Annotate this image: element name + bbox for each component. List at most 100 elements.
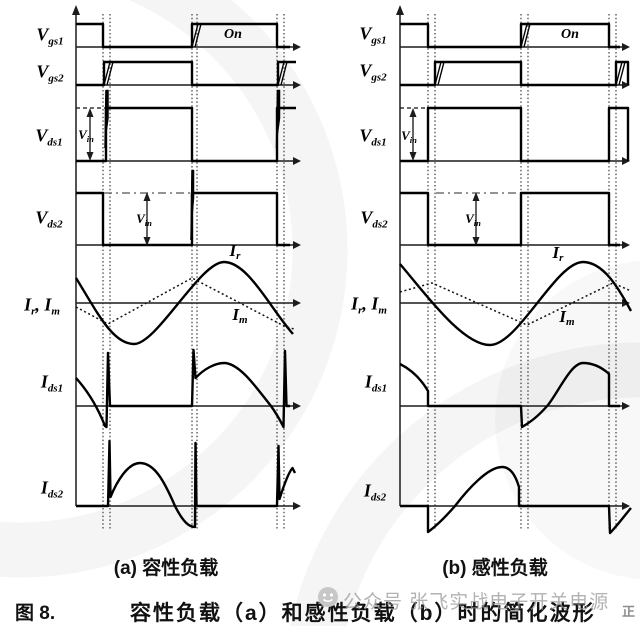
- label-symbol: I: [552, 243, 560, 262]
- wave-ids2-b: [400, 465, 632, 535]
- row-label-vds1-b: Vds1: [359, 125, 387, 149]
- label-symbol: V: [35, 207, 48, 228]
- vin-arrow-head: [472, 192, 480, 201]
- label-subscript: gs2: [48, 72, 64, 85]
- label-subscript: ds1: [371, 382, 388, 395]
- vin-label-vds2-a: Vin: [136, 211, 152, 228]
- label-symbol: I: [24, 294, 32, 315]
- row-label-irim-a: Ir, Im: [24, 294, 60, 318]
- wave-ids2-a: [76, 439, 297, 529]
- label-subscript: r: [31, 305, 36, 318]
- label-subscript: r: [236, 250, 241, 262]
- label-subscript: r: [358, 304, 363, 317]
- x-arrow-vgs2-a: [293, 81, 301, 89]
- label-symbol: V: [401, 128, 410, 143]
- row-label-vds2-a: Vds2: [35, 207, 63, 231]
- label-symbol: I: [40, 371, 48, 392]
- label-symbol: I: [40, 477, 48, 498]
- panel-caption-b: (b) 感性负载: [442, 558, 548, 579]
- label-symbol: ,: [362, 293, 372, 314]
- watermark-text: 公众号 张飞实战电子开关电源: [343, 592, 610, 613]
- label-subscript: in: [144, 218, 152, 228]
- label-subscript: ds1: [47, 382, 64, 395]
- wave-ir-b: [399, 260, 633, 347]
- label-symbol: V: [359, 60, 372, 81]
- label-subscript: ds2: [372, 218, 388, 231]
- label-symbol: I: [229, 241, 237, 260]
- ringing-spike-vds1-a-1: [104, 89, 109, 149]
- label-symbol: V: [136, 211, 145, 226]
- ir-label-a: Ir: [229, 241, 241, 262]
- wave-vds2-a: [76, 191, 290, 247]
- label-symbol: V: [35, 125, 48, 146]
- label-symbol: I: [351, 293, 359, 314]
- label-subscript: gs1: [371, 34, 387, 47]
- vin-arrow-head: [472, 237, 480, 246]
- label-symbol: V: [465, 211, 474, 226]
- x-arrow-ids1-b: [622, 402, 630, 410]
- hatch-vgs1-a: [191, 23, 202, 48]
- x-arrow-vds1-a: [293, 157, 301, 165]
- label-symbol: V: [78, 127, 87, 142]
- figure-number: 图 8.: [15, 603, 56, 624]
- label-symbol: I: [371, 293, 379, 314]
- label-subscript: m: [239, 314, 248, 326]
- label-subscript: m: [51, 305, 60, 318]
- row-label-vgs2-a: Vgs2: [36, 61, 64, 85]
- label-symbol: V: [359, 23, 372, 44]
- ringing-spike-vds1-a-2: [275, 89, 281, 149]
- watermark-stamp: 正: [622, 604, 636, 619]
- label-symbol: ,: [35, 294, 45, 315]
- label-symbol: V: [36, 24, 49, 45]
- row-label-vds2-b: Vds2: [360, 208, 388, 231]
- label-symbol: I: [364, 371, 372, 392]
- wave-vds2-b: [400, 191, 620, 247]
- hatch-vgs2-b-1: [434, 61, 445, 86]
- label-subscript: in: [473, 218, 481, 228]
- label-subscript: in: [409, 135, 417, 145]
- label-subscript: m: [378, 304, 387, 317]
- row-label-vgs1-b: Vgs1: [359, 23, 387, 47]
- label-symbol: I: [363, 480, 371, 501]
- label-subscript: ds1: [371, 136, 387, 149]
- row-label-vds1-a: Vds1: [35, 125, 62, 149]
- x-arrow-vgs1-a: [293, 43, 301, 51]
- ringing-spike-vds2-a: [190, 169, 195, 241]
- figure-caption: 容性负载（a）和感性负载（b）时的简化波形: [130, 602, 596, 625]
- ir-label-b: Ir: [552, 243, 564, 264]
- vin-arrow-head: [143, 237, 151, 246]
- label-symbol: I: [559, 307, 567, 326]
- vin-arrow-head: [143, 192, 151, 201]
- x-arrow-vds1-b: [622, 157, 630, 165]
- vin-arrow-head: [409, 108, 417, 117]
- label-subscript: r: [559, 252, 564, 264]
- vin-label-vds2-b: Vin: [465, 211, 481, 228]
- on-annotation-b: On: [561, 27, 579, 42]
- watermark-avatar-icon: [318, 587, 338, 607]
- on-annotation-a: On: [224, 27, 242, 42]
- x-arrow-ids1-a: [293, 402, 301, 410]
- wave-im-b: [399, 282, 632, 326]
- x-arrow-ids2-b: [622, 502, 630, 510]
- row-label-ids1-b: Ids1: [364, 371, 388, 395]
- label-symbol: V: [359, 125, 372, 146]
- row-label-vgs1-a: Vgs1: [36, 24, 63, 48]
- wave-vgs2-a: [76, 60, 296, 87]
- x-arrow-irim-a: [293, 299, 301, 307]
- label-subscript: gs2: [371, 71, 387, 84]
- label-symbol: I: [44, 294, 52, 315]
- label-subscript: ds2: [370, 491, 387, 504]
- vin-arrow-head: [409, 152, 417, 161]
- label-symbol: V: [36, 61, 49, 82]
- wave-im-a: [75, 277, 295, 330]
- x-arrow-vds2-b: [622, 241, 630, 249]
- x-arrow-vds2-a: [293, 241, 301, 249]
- row-label-ids2-a: Ids2: [40, 477, 63, 501]
- y-axis-arrow-a: [72, 5, 80, 15]
- hatch-vgs2-a-2: [277, 61, 288, 86]
- label-subscript: ds2: [47, 218, 63, 231]
- wave-vgs2-b: [400, 60, 630, 87]
- wave-vgs1-a: [76, 22, 290, 49]
